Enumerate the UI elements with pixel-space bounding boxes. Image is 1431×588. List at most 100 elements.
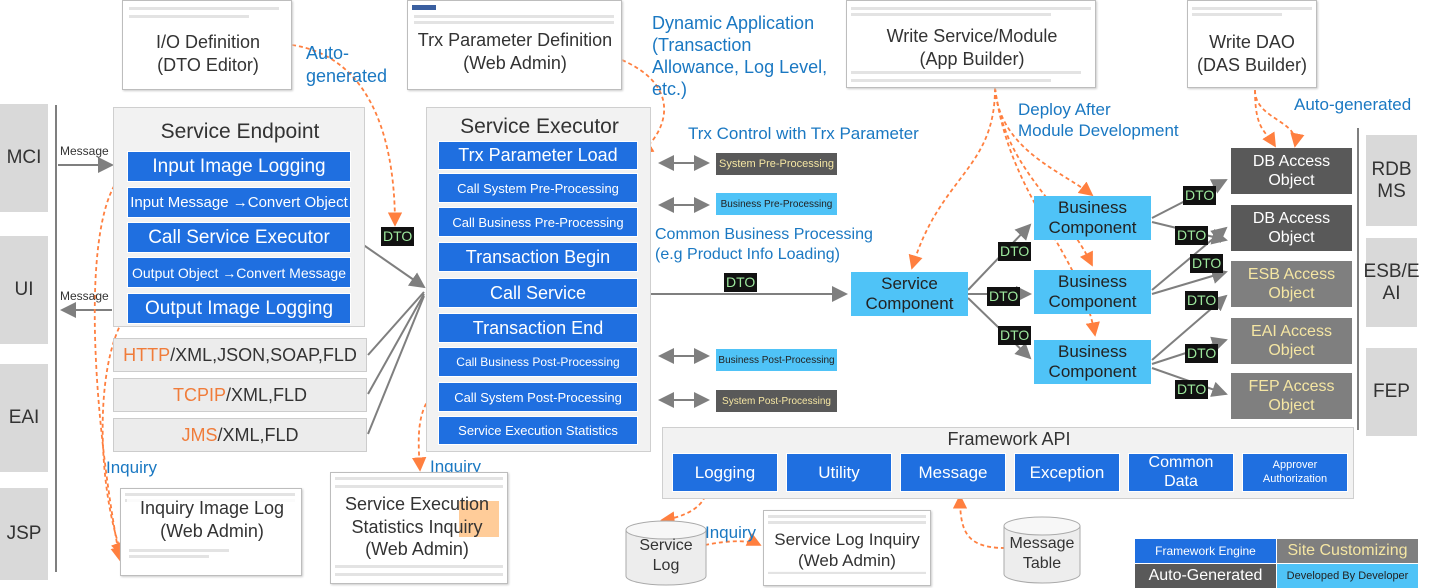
inquiry-note-3: Inquiry	[705, 523, 757, 542]
ui-label: UI	[14, 279, 34, 301]
legend-site-customizing: Site Customizing	[1277, 539, 1418, 563]
db-access-object-2: DB Access Object	[1231, 205, 1352, 251]
business-post-processing: Business Post-Processing	[716, 349, 837, 371]
fep-label: FEP	[1373, 381, 1410, 403]
executor-call-service: Call Service	[438, 278, 638, 308]
dynamic-application-note: Dynamic Application (Transaction Allowan…	[652, 13, 828, 100]
service-log-inquiry-label: Service Log Inquiry (Web Admin)	[764, 529, 930, 572]
inquiry-image-log-tool: Inquiry Image Log (Web Admin)	[120, 488, 302, 576]
write-service-tool: Write Service/Module (App Builder)	[846, 0, 1096, 88]
dto-tag-endpoint: DTO	[381, 227, 415, 246]
fep-access-object: FEP Access Object	[1231, 373, 1352, 419]
message-in-label: Message	[60, 144, 109, 158]
service-executor-title: Service Executor	[460, 115, 619, 138]
executor-transaction-begin: Transaction Begin	[438, 242, 638, 272]
external-eai: EAI	[0, 364, 48, 472]
legend-developed-by-developer: Developed By Developer	[1277, 564, 1418, 588]
protocol-tcpip-name: TCPIP	[172, 384, 226, 405]
legend-auto-generated: Auto-Generated	[1135, 564, 1276, 588]
mci-label: MCI	[6, 147, 42, 169]
write-dao-tool: Write DAO (DAS Builder)	[1187, 0, 1317, 88]
executor-call-system-post: Call System Post-Processing	[438, 382, 638, 412]
inquiry-note-1: Inquiry	[106, 458, 158, 477]
executor-call-system-pre: Call System Pre-Processing	[438, 173, 638, 203]
business-component-2: Business Component	[1034, 270, 1151, 314]
dto-tag-bc-6: DTO	[1175, 380, 1209, 399]
io-definition-tool: I/O Definition (DTO Editor)	[122, 0, 292, 90]
endpoint-output-convert: Output Object →Convert Message	[127, 257, 351, 288]
inquiry-note-2: Inquiry	[430, 457, 482, 476]
endpoint-call-service-executor: Call Service Executor	[127, 222, 351, 253]
dto-tag-sc-2: DTO	[987, 287, 1021, 306]
executor-service-execution-statistics: Service Execution Statistics	[438, 416, 638, 445]
message-out-label: Message	[60, 289, 109, 303]
write-dao-label: Write DAO (DAS Builder)	[1192, 31, 1312, 76]
system-post-processing: System Post-Processing	[716, 390, 837, 412]
api-utility: Utility	[786, 453, 892, 492]
protocol-http-name: HTTP	[123, 344, 171, 365]
protocol-tcpip-formats: /XML,FLD	[225, 384, 308, 405]
api-common-data: Common Data	[1128, 453, 1234, 492]
service-exec-stats-tool: Service Execution Statistics Inquiry (We…	[330, 472, 508, 584]
api-message: Message	[900, 453, 1006, 492]
trx-parameter-definition-tool: Trx Parameter Definition (Web Admin)	[407, 0, 622, 90]
framework-api-title: Framework API	[947, 429, 1071, 449]
business-pre-processing: Business Pre-Processing	[716, 193, 837, 215]
dto-tag-bc-1: DTO	[1183, 186, 1217, 205]
common-business-note: Common Business Processing (e.g Product …	[655, 226, 873, 263]
external-rdbms: RDB MS	[1366, 135, 1417, 226]
external-fep: FEP	[1366, 348, 1417, 436]
esb-access-object: ESB Access Object	[1231, 261, 1352, 307]
write-service-label: Write Service/Module (App Builder)	[867, 25, 1077, 70]
rdbms-label: RDB MS	[1371, 158, 1412, 202]
legend-framework-engine: Framework Engine	[1135, 539, 1276, 563]
executor-transaction-end: Transaction End	[438, 313, 638, 343]
service-log-db-icon	[625, 520, 707, 586]
eai-access-object: EAI Access Object	[1231, 318, 1352, 364]
service-component: Service Component	[851, 272, 968, 316]
dto-tag-bc-5: DTO	[1185, 344, 1219, 363]
esb-eai-label: ESB/E AI	[1363, 260, 1420, 304]
dto-tag-call-service: DTO	[724, 273, 758, 292]
external-mci: MCI	[0, 104, 48, 212]
dto-tag-sc-1: DTO	[998, 242, 1032, 261]
protocol-jms-formats: /XML,FLD	[217, 424, 299, 445]
protocol-tcpip: TCPIP/XML,FLD	[113, 378, 367, 412]
business-component-1: Business Component	[1034, 196, 1151, 240]
dto-tag-sc-3: DTO	[998, 326, 1032, 345]
external-esb-eai: ESB/E AI	[1363, 238, 1420, 327]
protocol-http-formats: /XML,JSON,SOAP,FLD	[170, 344, 357, 365]
trx-control-note: Trx Control with Trx Parameter	[688, 124, 919, 143]
business-component-3: Business Component	[1034, 340, 1151, 384]
executor-call-business-pre: Call Business Pre-Processing	[438, 207, 638, 237]
message-table-db-icon	[1003, 516, 1081, 584]
message-table-label: Message Table	[1009, 535, 1075, 572]
db-access-object-1: DB Access Object	[1231, 148, 1352, 194]
api-exception: Exception	[1014, 453, 1120, 492]
external-ui: UI	[0, 236, 48, 344]
endpoint-output-image-logging: Output Image Logging	[127, 293, 351, 324]
inquiry-image-log-label: Inquiry Image Log (Web Admin)	[127, 497, 297, 542]
auto-generated-note-1: Auto- generated	[306, 43, 388, 86]
external-jsp: JSP	[0, 488, 48, 580]
system-pre-processing: System Pre-Processing	[716, 153, 837, 175]
dto-tag-bc-2: DTO	[1175, 226, 1209, 245]
deploy-after-note: Deploy After Module Development	[1018, 100, 1179, 141]
trx-parameter-definition-label: Trx Parameter Definition (Web Admin)	[412, 29, 618, 74]
io-definition-label: I/O Definition (DTO Editor)	[133, 31, 283, 76]
jsp-label: JSP	[6, 523, 42, 545]
service-endpoint-title: Service Endpoint	[160, 120, 320, 143]
endpoint-input-image-logging: Input Image Logging	[127, 151, 351, 182]
auto-generated-note-2: Auto-generated	[1294, 95, 1412, 114]
protocol-jms: JMS/XML,FLD	[113, 418, 367, 452]
protocol-http: HTTP/XML,JSON,SOAP,FLD	[113, 338, 367, 372]
api-logging: Logging	[672, 453, 778, 492]
service-exec-stats-label: Service Execution Statistics Inquiry (We…	[344, 494, 490, 559]
service-log-inquiry-tool: Service Log Inquiry (Web Admin)	[763, 510, 931, 586]
endpoint-input-convert: Input Message →Convert Object	[127, 187, 351, 218]
api-approver-authorization: Approver Authorization	[1242, 453, 1348, 492]
executor-trx-parameter-load: Trx Parameter Load	[438, 141, 638, 170]
service-log-label: Service Log	[639, 537, 693, 574]
executor-call-business-post: Call Business Post-Processing	[438, 347, 638, 377]
eai-label: EAI	[8, 407, 40, 429]
